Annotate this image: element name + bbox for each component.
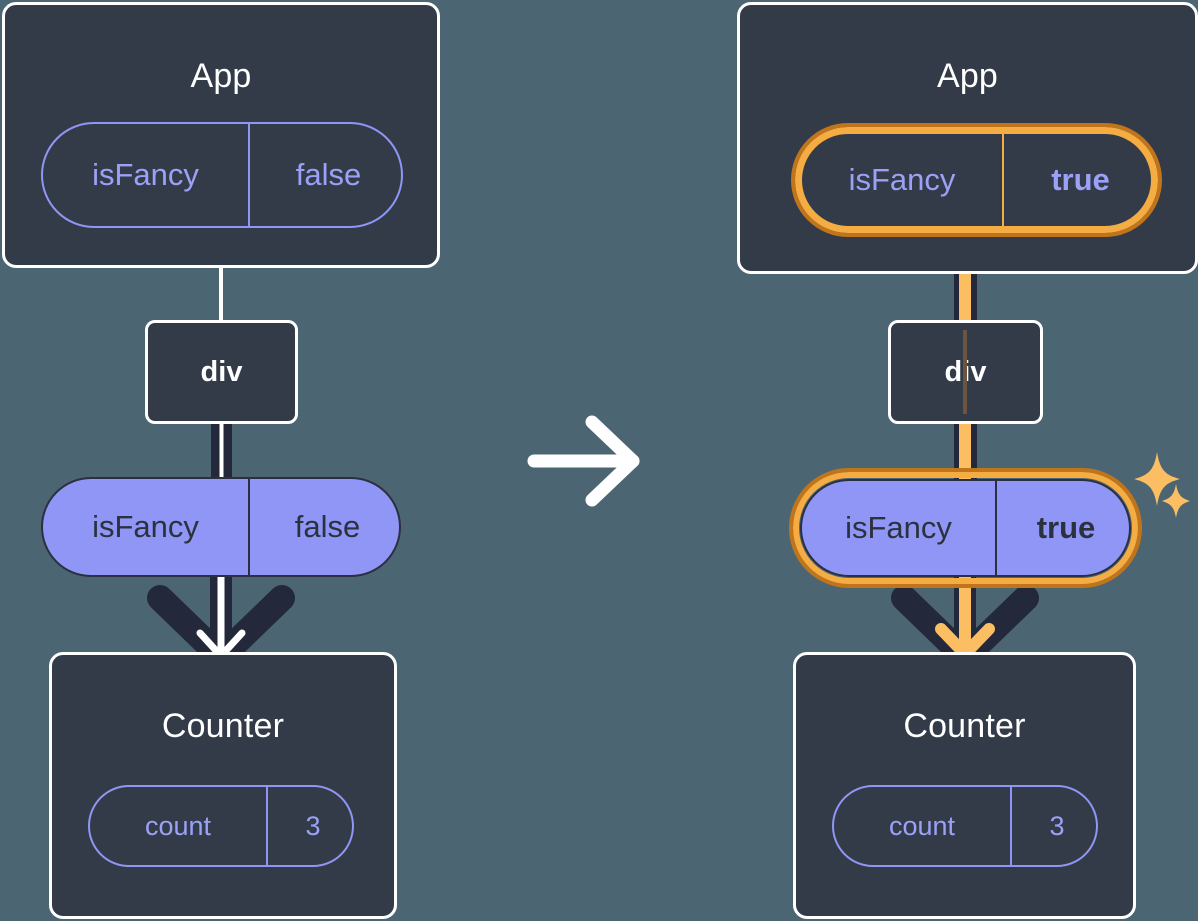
line-div-to-prop-left <box>211 420 232 482</box>
line-through-div-right <box>963 330 967 414</box>
app-state-key: isFancy <box>848 162 956 197</box>
sparkle-cluster-prop <box>1134 452 1190 518</box>
counter-state-key: count <box>144 810 212 841</box>
sparkle-icon-small <box>1162 484 1190 518</box>
app-state-value: true <box>1002 134 1151 226</box>
counter-state-pill-before[interactable]: count 3 <box>88 785 354 867</box>
sparkle-icon-large <box>1134 452 1180 506</box>
app-state-key: isFancy <box>92 157 199 192</box>
prop-value: false <box>248 479 399 575</box>
prop-value: true <box>995 481 1129 575</box>
prop-pill-after[interactable]: isFancy true <box>800 479 1131 577</box>
app-state-pill-before[interactable]: isFancy false <box>41 122 403 228</box>
counter-state-key: count <box>888 810 956 841</box>
counter-card-title: Counter <box>161 707 285 745</box>
app-state-value: false <box>248 124 401 226</box>
arrow-prop-to-counter-right <box>891 566 1039 670</box>
app-state-pill-after[interactable]: isFancy true <box>800 132 1153 228</box>
counter-card-title: Counter <box>903 707 1026 745</box>
prop-key: isFancy <box>92 509 199 544</box>
app-card-title: App <box>190 57 252 95</box>
div-node-before[interactable]: div <box>145 320 298 424</box>
transition-arrow-icon <box>527 415 640 507</box>
prop-pill-before[interactable]: isFancy false <box>41 477 401 577</box>
counter-state-value: 3 <box>1010 787 1096 865</box>
div-node-label: div <box>200 355 243 388</box>
arrow-prop-to-counter-left <box>147 570 295 670</box>
counter-state-pill-after[interactable]: count 3 <box>832 785 1098 867</box>
app-card-title: App <box>936 57 999 95</box>
counter-state-value: 3 <box>266 787 352 865</box>
prop-key: isFancy <box>845 510 952 545</box>
